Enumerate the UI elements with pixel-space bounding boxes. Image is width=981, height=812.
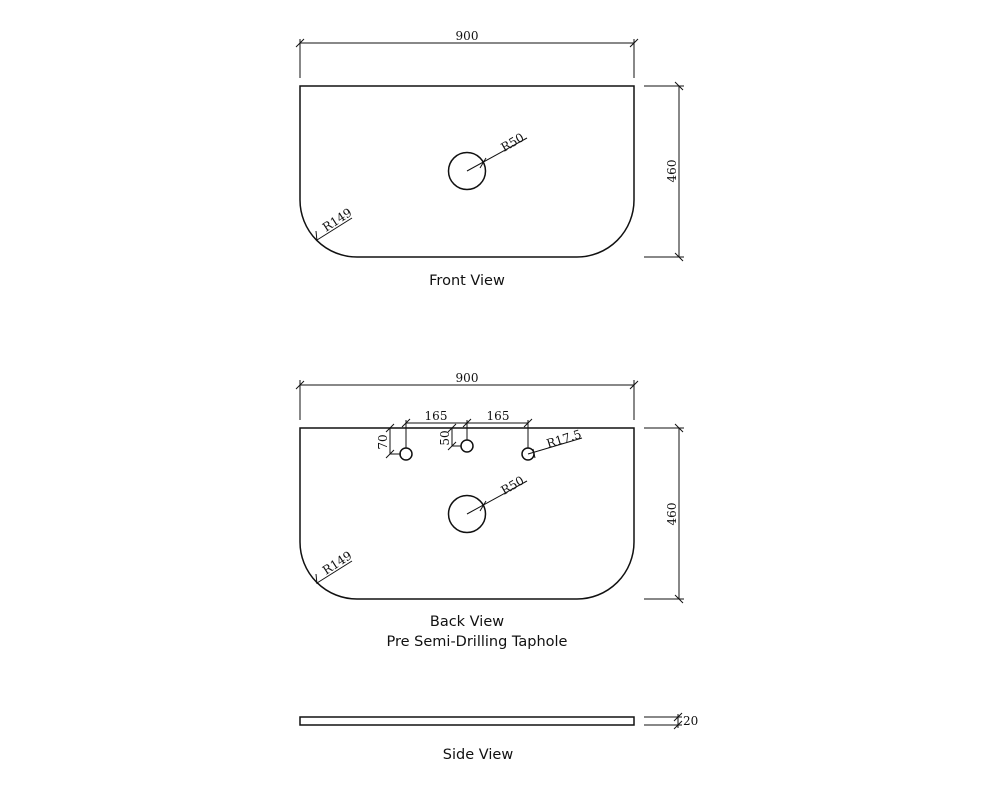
back-width-label: 900	[456, 371, 479, 385]
back-width-dimension: 900	[295, 371, 639, 420]
back-view-subcaption: Pre Semi-Drilling Taphole	[387, 634, 568, 650]
back-height-label: 460	[665, 503, 679, 526]
front-height-label: 460	[665, 160, 679, 183]
side-view-caption: Side View	[443, 747, 514, 763]
front-outline	[299, 85, 635, 258]
taphole-left	[399, 447, 413, 461]
taphole-center	[460, 439, 474, 453]
side-thickness-label: 20	[683, 714, 698, 728]
offset-center-label: 50	[438, 430, 452, 445]
side-thickness-dimension: 20	[644, 712, 698, 730]
front-corner-radius-dimension: R149	[315, 205, 354, 242]
offset-center-dimension: 50	[438, 423, 461, 451]
spacing-right-label: 165	[487, 409, 510, 423]
taphole-radius-label: R17.5	[545, 427, 583, 451]
offset-left-label: 70	[376, 434, 390, 449]
front-height-dimension: 460	[644, 81, 684, 262]
back-basin-hole	[447, 494, 487, 534]
back-hole-radius-label: R50	[499, 473, 527, 497]
back-outline	[299, 427, 635, 600]
front-width-label: 900	[456, 29, 479, 43]
back-view: 900 165 165 70	[295, 371, 684, 650]
front-view-caption: Front View	[429, 273, 505, 289]
front-width-dimension: 900	[295, 29, 639, 78]
front-basin-hole	[447, 151, 487, 191]
back-corner-radius-dimension: R149	[315, 548, 354, 585]
side-profile	[299, 716, 635, 726]
front-hole-radius-dimension: R50	[466, 130, 528, 172]
back-corner-radius-label: R149	[320, 548, 354, 577]
taphole-spacing-dimension: 165 165	[401, 409, 533, 448]
taphole-radius-dimension: R17.5	[527, 427, 583, 459]
front-corner-radius-label: R149	[320, 205, 354, 234]
side-view: 20 Side View	[299, 712, 698, 763]
back-hole-radius-dimension: R50	[466, 473, 528, 515]
offset-left-dimension: 70	[376, 423, 401, 459]
front-hole-radius-label: R50	[499, 130, 527, 154]
back-height-dimension: 460	[644, 423, 684, 604]
back-view-caption: Back View	[430, 614, 504, 630]
front-view: 900 R50 R149 460 Front View	[295, 29, 684, 289]
spacing-left-label: 165	[425, 409, 448, 423]
